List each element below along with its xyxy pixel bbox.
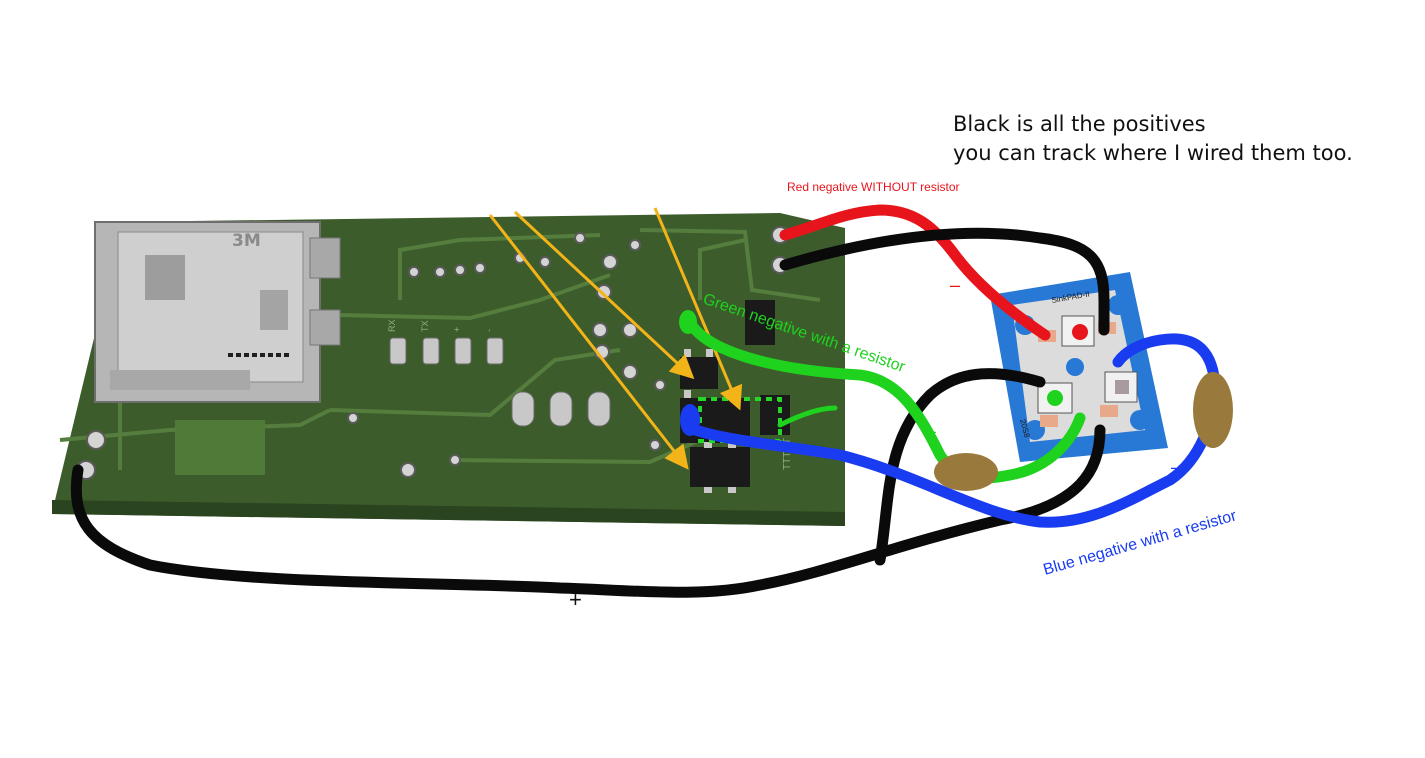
- blue-negative-sign: –: [1171, 457, 1181, 477]
- sd-card-logo: 3M: [232, 231, 261, 251]
- green-wire-short: [777, 405, 838, 428]
- blue-wire: [684, 333, 1221, 528]
- black-wire-bottom: [70, 424, 1106, 598]
- pcb-edge: [52, 500, 845, 526]
- arrow-3: [653, 207, 743, 411]
- pad-labels: RX TX + -: [387, 319, 494, 332]
- pad-label-minus: -: [484, 329, 494, 332]
- copper-pad: [175, 420, 265, 475]
- arrow-1: [488, 214, 689, 470]
- red-led-die: [1061, 315, 1095, 347]
- indicator-arrows: [488, 207, 743, 470]
- pad-label-tx: TX: [420, 320, 430, 332]
- red-wire-label: Red negative WITHOUT resistor: [787, 180, 960, 194]
- blue-led-chip: [1115, 380, 1129, 394]
- pcb-edge-text: TTTOT: [782, 438, 793, 470]
- red-negative-sign: –: [950, 275, 960, 295]
- blue-led-die: [1104, 371, 1138, 403]
- green-wire-end: [679, 310, 697, 334]
- sd-card-slot: 3M: [94, 221, 341, 403]
- red-led-dot: [1072, 324, 1088, 340]
- wires: [70, 204, 1221, 598]
- pad-label-plus: +: [452, 327, 462, 332]
- driver-pcb: 3M RX TX + -: [52, 213, 845, 526]
- red-wire: [779, 204, 1051, 341]
- blue-wire-end: [680, 404, 700, 436]
- black-wire-middle: [874, 368, 1046, 566]
- green-led-die: [1037, 382, 1073, 414]
- positive-sign: +: [569, 587, 582, 612]
- green-led-dot: [1047, 390, 1063, 406]
- header-pads: [389, 337, 611, 427]
- green-wire: [682, 312, 1086, 484]
- blue-resistor: [1193, 372, 1233, 448]
- green-negative-sign: –: [926, 421, 936, 441]
- green-resistor: [934, 453, 998, 491]
- note-line-1: Black is all the positives: [953, 112, 1206, 136]
- black-wire-top: [779, 227, 1110, 336]
- led-board: SinkPAD-II 20S8: [990, 272, 1168, 462]
- arrow-2: [513, 210, 695, 380]
- pcb-traces: [59, 228, 821, 470]
- note-line-2: you can track where I wired them too.: [953, 141, 1353, 165]
- pad-label-rx: RX: [387, 319, 397, 332]
